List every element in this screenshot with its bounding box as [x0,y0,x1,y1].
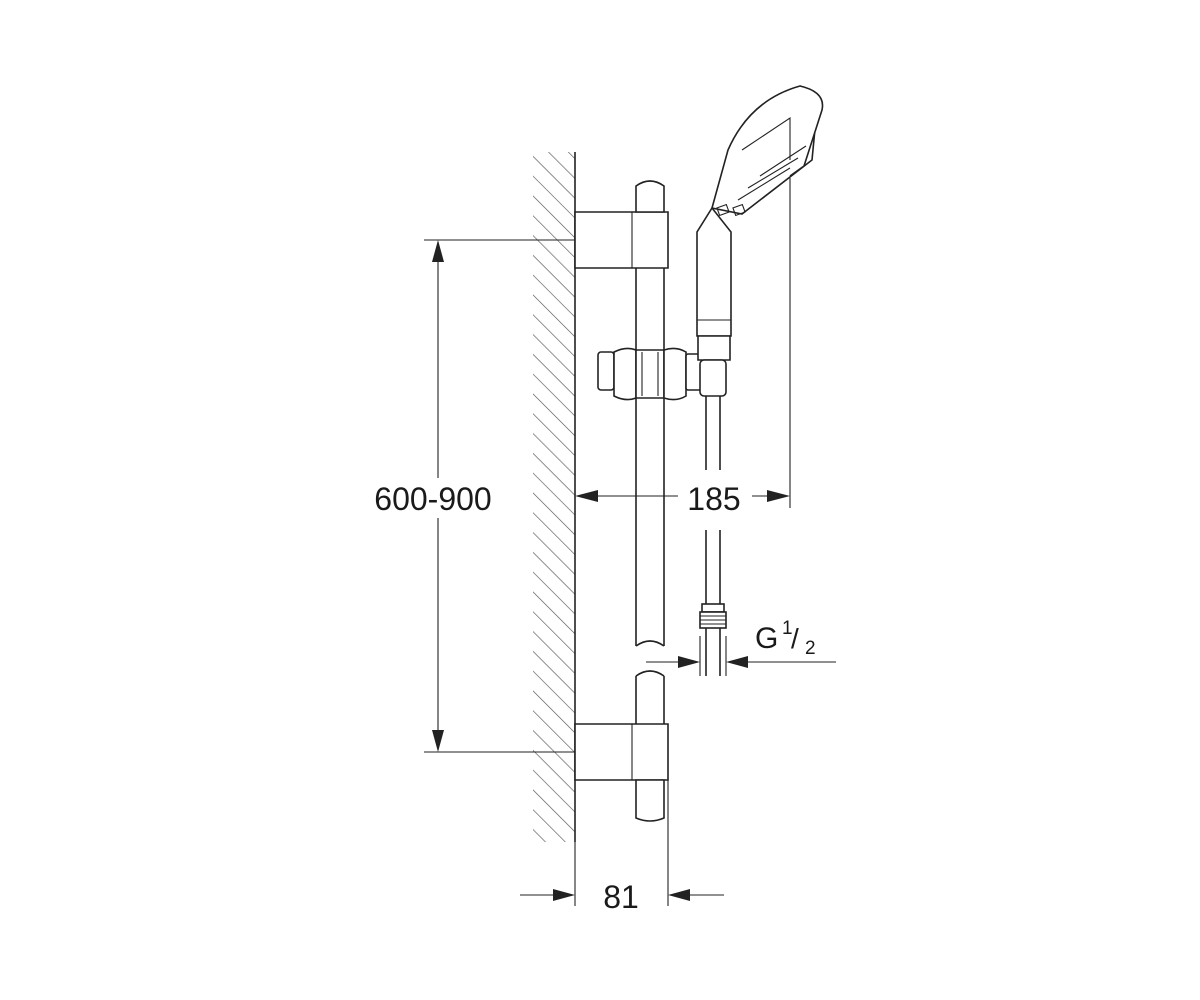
dimension-head-projection: 185 [575,178,791,517]
hand-shower [696,85,824,397]
dimension-rail-spacing: 600-900 [360,239,575,753]
wall-hatching [533,152,575,842]
shower-rail [635,180,665,822]
shower-hose [699,396,727,676]
wall-projection-label: 81 [603,879,639,915]
head-projection-label: 185 [687,481,740,517]
thread-label-denominator: 2 [805,638,816,659]
dimension-thread: G 1 / 2 [646,618,836,676]
thread-label-numerator: 1 [782,618,793,639]
bottom-wall-bracket [574,723,669,781]
dimension-wall-projection: 81 [520,780,724,915]
rail-spacing-label: 600-900 [374,481,491,517]
top-wall-bracket [574,211,669,269]
wall [533,152,576,842]
thread-label-main: G [755,622,778,655]
slider-holder [597,347,705,401]
thread-label-slash: / [791,623,799,654]
